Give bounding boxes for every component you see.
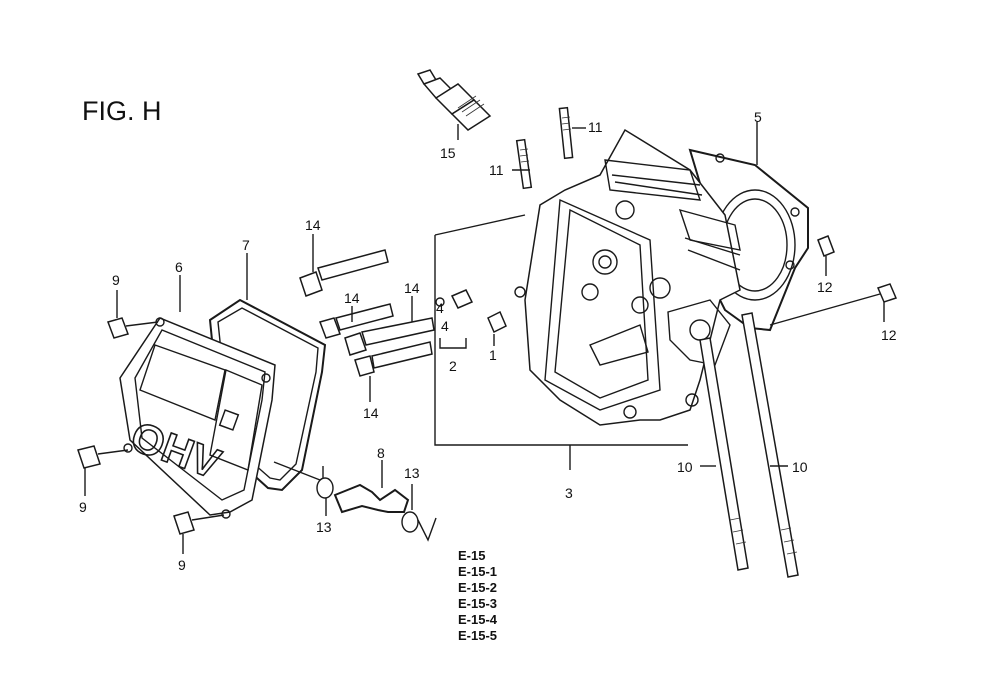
callout-13a: 13: [316, 519, 332, 535]
callout-1: 1: [489, 347, 497, 363]
head-cover: OHV: [119, 275, 276, 519]
head-cover-bolts: [77, 290, 225, 554]
dowel-pins-front: [435, 289, 507, 349]
reference-item: E-15-1: [458, 564, 497, 579]
callout-3: 3: [565, 485, 573, 501]
callout-14d: 14: [363, 405, 379, 421]
reference-item: E-15-4: [458, 612, 498, 627]
callout-11a: 11: [588, 119, 603, 135]
callout-11b: 11: [489, 162, 504, 178]
stud-bolt-pair-lower: [699, 312, 799, 578]
reference-list: E-15 E-15-1 E-15-2 E-15-3 E-15-4 E-15-5: [458, 548, 498, 643]
reference-item: E-15-3: [458, 596, 497, 611]
dowel-pins: [769, 235, 898, 326]
reference-item: E-15-5: [458, 628, 497, 643]
callout-labels: 1 2 3 4 4 5 6 7 8 9 9 9 10 10 11 11 12 1…: [79, 109, 897, 573]
stud-bolt-pair-upper: [512, 106, 586, 190]
callout-12b: 12: [881, 327, 897, 343]
callout-12a: 12: [817, 279, 833, 295]
callout-4b: 4: [441, 318, 449, 334]
callout-15: 15: [440, 145, 456, 161]
cylinder-head: [514, 128, 741, 426]
callout-6: 6: [175, 259, 183, 275]
callout-4a: 4: [436, 300, 444, 316]
callout-9b: 9: [79, 499, 87, 515]
callout-10a: 10: [677, 459, 693, 475]
callout-13b: 13: [404, 465, 420, 481]
callout-7: 7: [242, 237, 250, 253]
callout-14a: 14: [305, 217, 321, 233]
reference-item: E-15: [458, 548, 485, 563]
callout-14b: 14: [344, 290, 360, 306]
head-bolts: [299, 234, 435, 402]
callout-9c: 9: [178, 557, 186, 573]
callout-14c: 14: [404, 280, 420, 296]
reference-item: E-15-2: [458, 580, 497, 595]
callout-10b: 10: [792, 459, 808, 475]
callout-2: 2: [449, 358, 457, 374]
callout-8: 8: [377, 445, 385, 461]
breather-tube: [273, 460, 437, 542]
spark-plug: [416, 69, 492, 140]
assembly-bracket-3: [434, 235, 688, 446]
callout-5: 5: [754, 109, 762, 125]
figure-title: FIG. H: [82, 96, 162, 126]
callout-9a: 9: [112, 272, 120, 288]
